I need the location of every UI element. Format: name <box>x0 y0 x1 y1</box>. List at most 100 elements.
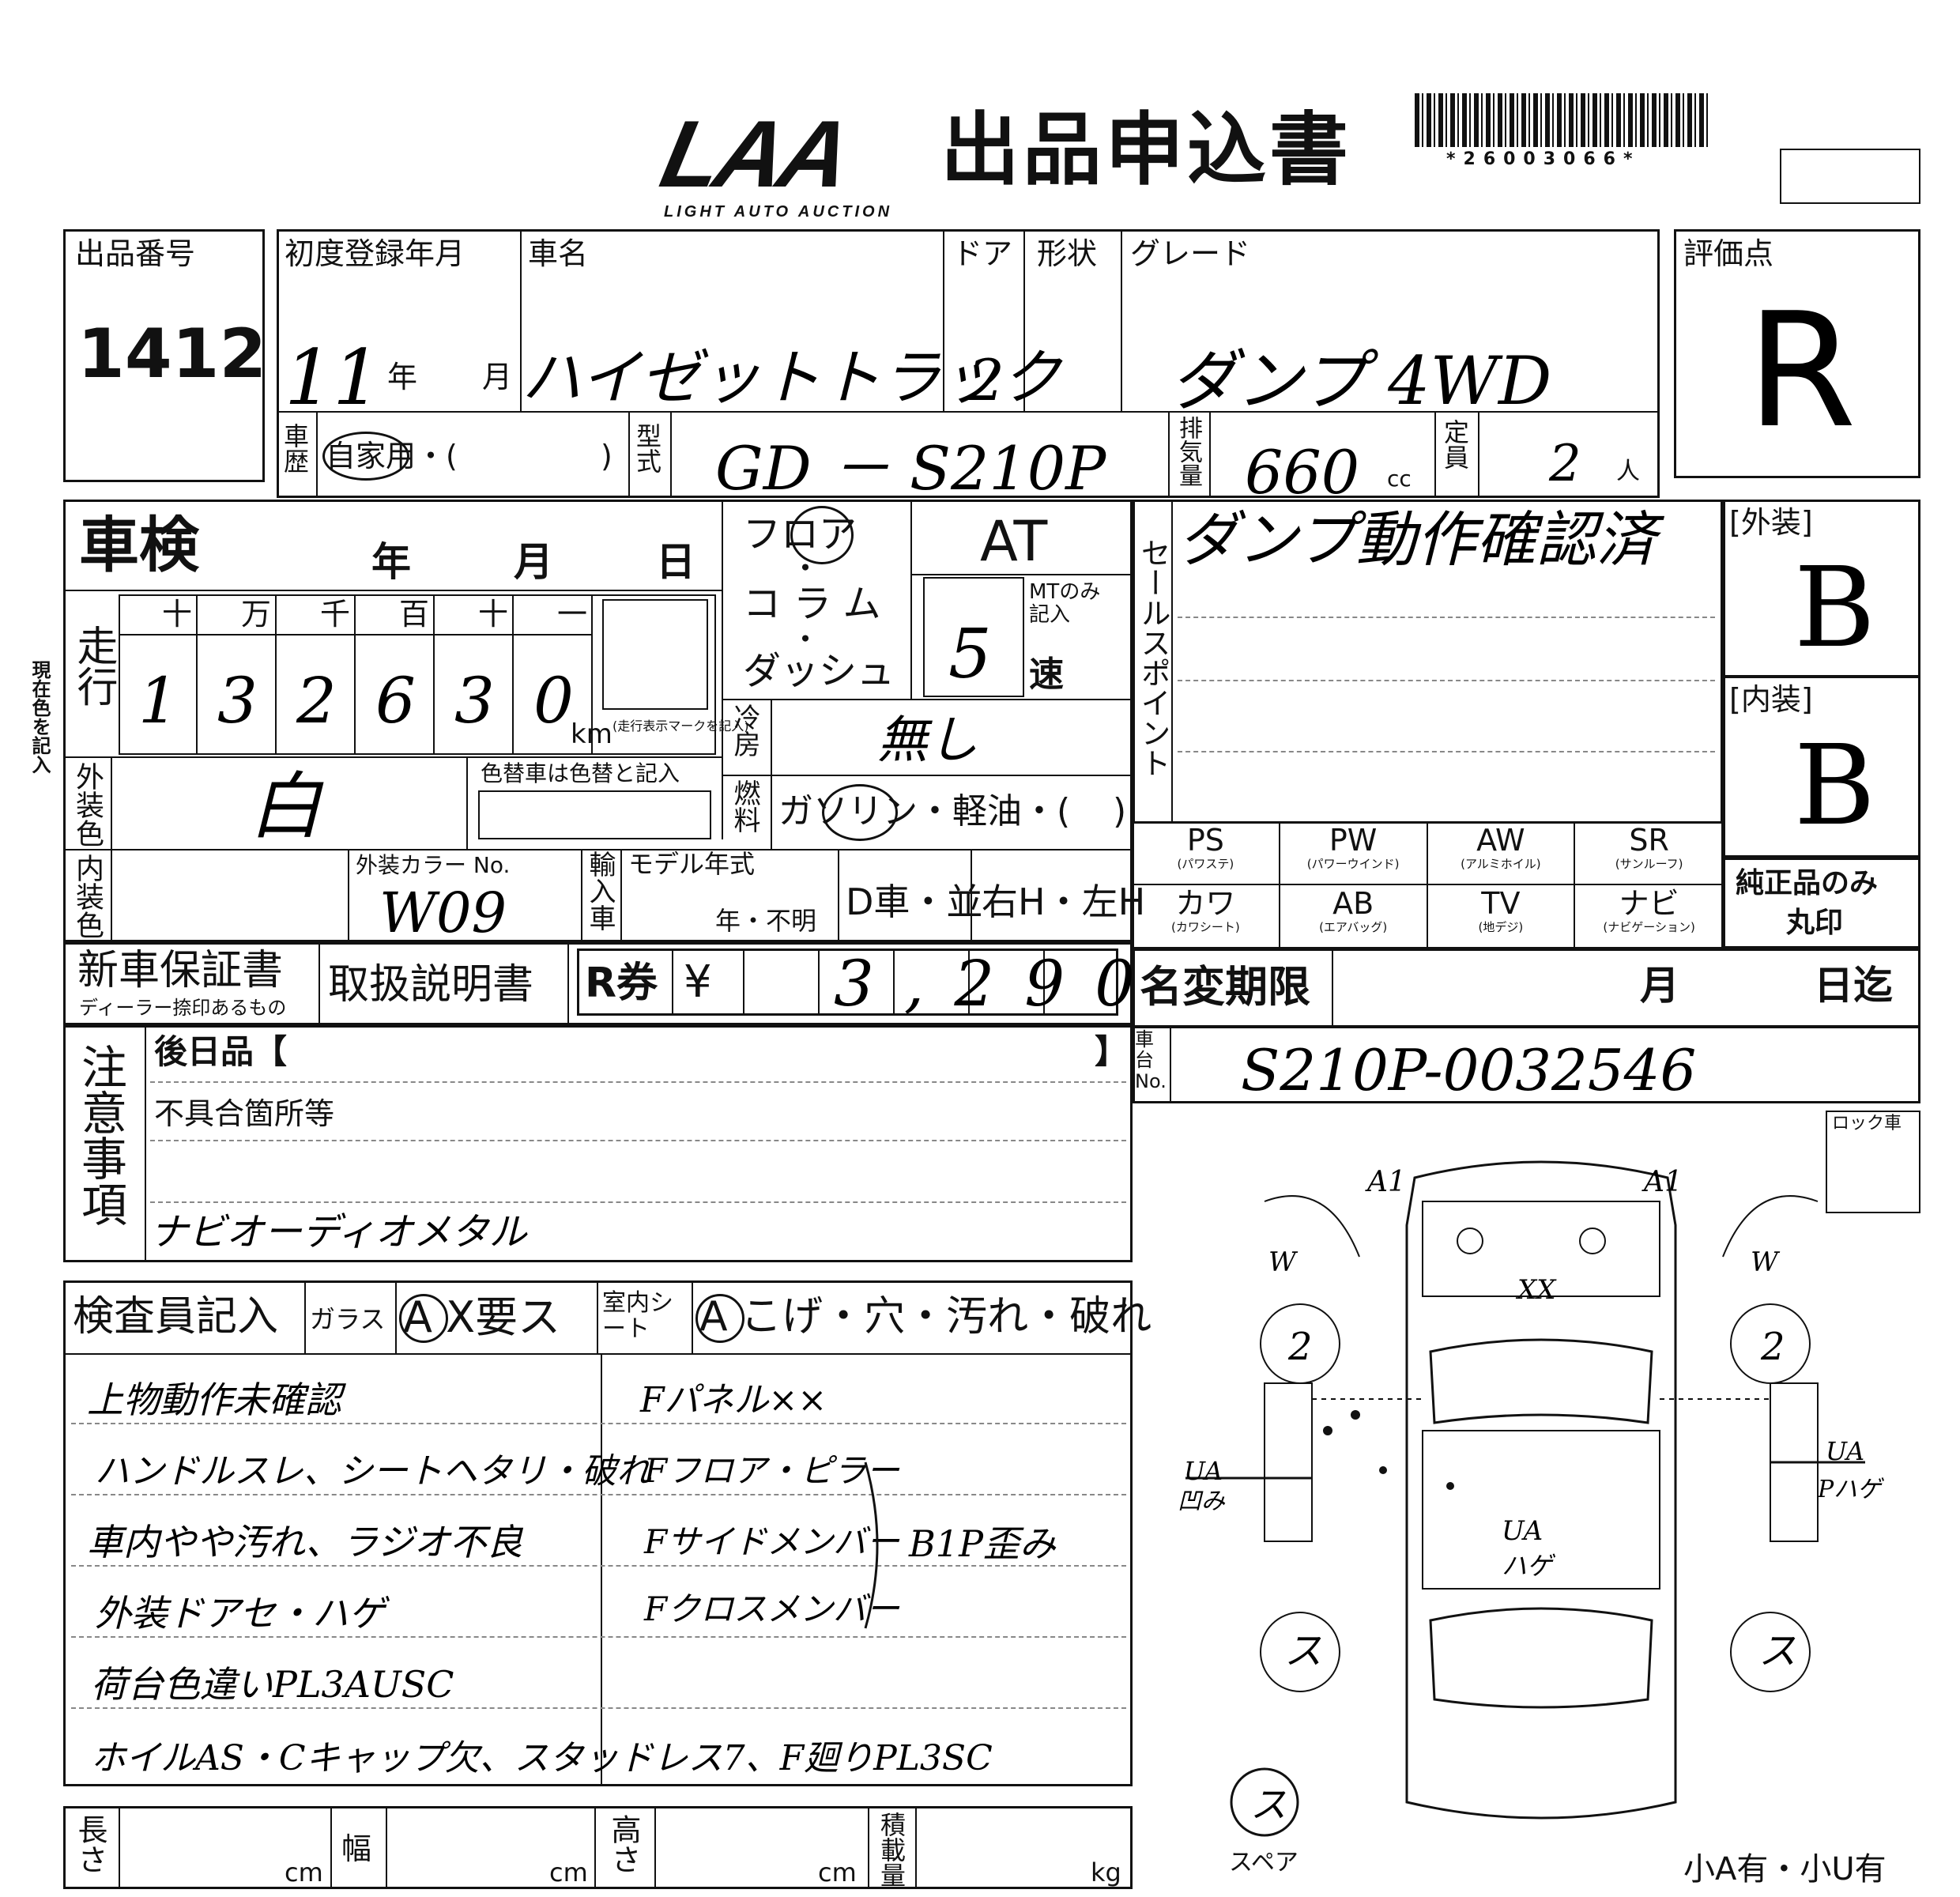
mt-speed-unit: 速 <box>1029 654 1064 695</box>
interior-grade-value: B <box>1794 722 1875 850</box>
interior-color-label: 内装色 <box>71 854 104 939</box>
load-label: 積載量 <box>876 1812 906 1888</box>
color-no-label: 外装カラー No. <box>356 852 511 878</box>
exterior-color-note: 色替車は色替と記入 <box>481 760 680 786</box>
shift-dot: ・ <box>790 551 821 586</box>
mark-ua-right-note: Pハゲ <box>1818 1476 1882 1503</box>
digit-6: 0 <box>533 664 574 737</box>
inspector-line-6: ホイルAS・Cキャップ欠、スタッドレス7、F廻りPL3SC <box>91 1738 993 1778</box>
bracket-note: B1P歪み <box>909 1522 1057 1565</box>
corner-box <box>1780 149 1920 204</box>
equip-sr: SR(サンルーフ) <box>1575 822 1723 885</box>
sales-point-text: ダンプ動作確認済 <box>1178 504 1657 575</box>
shaken-month: 月 <box>514 539 553 585</box>
import-handle: 右H・左H <box>982 881 1146 923</box>
model-label: 型式 <box>632 423 662 473</box>
r-ticket-box <box>577 948 1118 1016</box>
details-box <box>63 500 1133 942</box>
equip-pw: PW(パワーウインド) <box>1280 822 1428 885</box>
shift-column: コラム <box>743 582 894 626</box>
inspector-line-1: 上物動作未確認 <box>87 1378 341 1421</box>
equipment-grid: PS(パワステ) PW(パワーウインド) AW(アルミホイル) SR(サンルーフ… <box>1133 822 1723 948</box>
import-label: 輸入車 <box>584 850 616 931</box>
equip-tv: TV(地デジ) <box>1428 885 1576 948</box>
door-value: 2 <box>968 347 1004 413</box>
bracket <box>864 1461 879 1629</box>
shift-dot-2: ・ <box>790 622 821 657</box>
genuine-only-line2: 丸印 <box>1786 907 1844 939</box>
mark-roof: XX <box>1517 1274 1556 1306</box>
width-unit: cm <box>549 1857 588 1888</box>
genuine-only-box <box>1723 858 1920 948</box>
digit-header-5: 十 <box>478 597 509 632</box>
car-name-label: 車名 <box>528 236 589 271</box>
vehicle-box <box>277 229 1660 498</box>
capacity-unit: 人 <box>1616 458 1640 485</box>
mark-ua-left: UA <box>1184 1456 1223 1486</box>
digit-5: 3 <box>454 664 495 737</box>
name-change-month: 月 <box>1640 963 1679 1009</box>
registration-year: 11 <box>285 334 382 422</box>
notes-label: 注意事項 <box>74 1043 127 1227</box>
digit-header-2: 万 <box>241 597 272 632</box>
shaken-day: 日 <box>656 539 695 585</box>
notes-defects: 不具合箇所等 <box>154 1096 335 1131</box>
lock-label: ロック車 <box>1832 1114 1902 1133</box>
documents-box <box>63 942 1133 1025</box>
r-ticket-value: 3,290 <box>834 947 1166 1020</box>
notes-box <box>63 1025 1133 1262</box>
score-box <box>1674 229 1920 478</box>
logo-subtext: LIGHT AUTO AUCTION <box>664 203 893 221</box>
load-unit: kg <box>1091 1857 1121 1888</box>
mark-wheel-rl: ス <box>1284 1629 1323 1673</box>
notes-handwritten: ナビオーディオメタル <box>150 1210 527 1254</box>
exterior-color-value: 白 <box>249 764 322 849</box>
mark-wheel-fr: 2 <box>1761 1325 1785 1369</box>
digit-3: 2 <box>296 664 337 737</box>
name-change-day: 日迄 <box>1814 963 1893 1009</box>
exterior-grade-label: [外装] <box>1729 505 1813 540</box>
history-circle <box>322 432 409 481</box>
logo-text: LAA <box>652 101 856 207</box>
model-value: GD － S210P <box>715 433 1106 503</box>
barcode-text: *26003066* <box>1446 149 1641 169</box>
mark-ua-right: UA <box>1826 1436 1865 1466</box>
interior-grade-label: [内装] <box>1729 682 1813 717</box>
genuine-only-line1: 純正品のみ <box>1736 867 1879 899</box>
shaken-label: 車検 <box>79 510 199 580</box>
color-no-value: W09 <box>379 881 507 945</box>
length-unit: cm <box>285 1857 323 1888</box>
exterior-grade-value: B <box>1794 544 1875 673</box>
import-dealer: D車・並 <box>846 881 983 923</box>
shift-floor-circle <box>790 506 854 564</box>
barcode <box>1415 93 1711 147</box>
mark-wheel-rr: ス <box>1758 1629 1797 1673</box>
history-label: 車歴 <box>280 423 310 473</box>
side-note: 現在色を記入 <box>28 660 51 774</box>
inspector-label: 検査員記入 <box>73 1293 279 1341</box>
import-model-year: モデル年式 <box>628 849 756 879</box>
warranty-label: 新車保証書 <box>77 947 284 994</box>
lot-value: 1412 <box>77 315 267 394</box>
history-close: ) <box>601 439 612 473</box>
mark-w-left: W <box>1268 1246 1296 1278</box>
grade-value: ダンプ 4WD <box>1170 342 1552 420</box>
height-unit: cm <box>818 1857 857 1888</box>
mark-a1-right: A1 <box>1644 1166 1683 1198</box>
form-title: 出品申込書 <box>940 104 1351 196</box>
door-label: ドア <box>952 236 1013 271</box>
shape-label: 形状 <box>1037 236 1098 271</box>
glass-circle <box>399 1294 448 1343</box>
digit-4: 6 <box>375 664 416 737</box>
shift-dash: ダッシュ <box>743 649 895 693</box>
digit-header-3: 千 <box>320 597 351 632</box>
digit-header-1: 十 <box>162 597 193 632</box>
mark-ua-center: UA <box>1502 1515 1544 1547</box>
mileage-unit: km <box>571 718 612 750</box>
mark-a1-left: A1 <box>1367 1166 1406 1198</box>
fuel-label: 燃料 <box>729 779 760 833</box>
manual-label: 取扱説明書 <box>328 961 534 1009</box>
digit-header-6: 一 <box>557 597 588 632</box>
equip-ps: PS(パワステ) <box>1133 822 1280 885</box>
